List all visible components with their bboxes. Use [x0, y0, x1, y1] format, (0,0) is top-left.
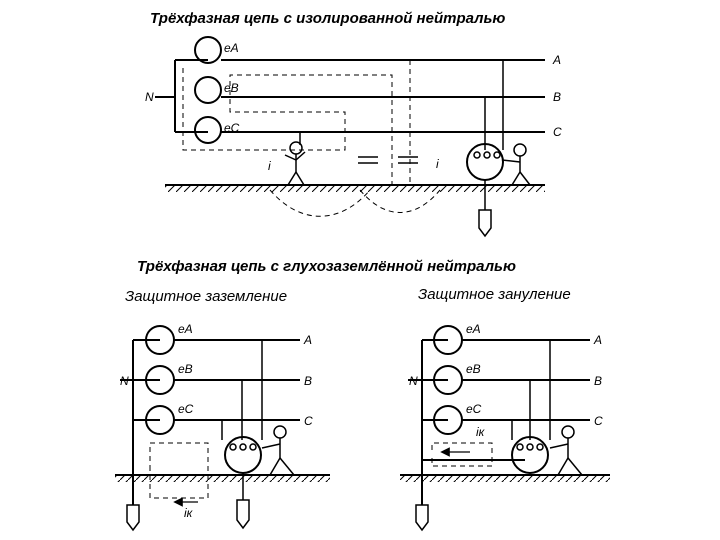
label-i-right-top: i — [436, 157, 439, 171]
source-eC-top — [194, 116, 222, 144]
label-eB-left: eB — [178, 362, 193, 376]
short-circuit-path-right — [431, 442, 493, 467]
neutral-frame-top — [155, 59, 208, 133]
connections-left — [221, 340, 263, 440]
person-touching-line-top — [284, 141, 306, 186]
fault-current-path-left — [149, 442, 209, 499]
label-C-top: C — [553, 125, 562, 139]
label-eA-top: eA — [224, 41, 239, 55]
motor-right — [511, 436, 549, 474]
subtitle-protective-nulling: Защитное зануление — [418, 286, 571, 303]
ground-surface-top — [165, 184, 545, 192]
label-i-left-top: i — [268, 159, 271, 173]
label-A-left: A — [303, 333, 312, 347]
label-eA-left: eA — [178, 322, 193, 336]
motor-top — [466, 143, 504, 238]
label-A-top: A — [552, 53, 561, 67]
label-C-left: C — [304, 414, 313, 428]
diagram-protective-grounding: eA eB eC A B C N iк — [115, 322, 330, 532]
label-N-top: N — [145, 90, 154, 104]
label-B-left: B — [304, 374, 312, 388]
connections-top — [299, 60, 504, 150]
person-touching-motor-left — [261, 425, 295, 476]
ground-surface-right — [400, 474, 610, 482]
label-ik-right: iк — [476, 425, 486, 439]
title-grounded-neutral: Трёхфазная цепь с глухозаземлённой нейтр… — [137, 258, 516, 275]
ground-electrode-neutral-right — [415, 504, 429, 532]
person-touching-motor-top — [501, 143, 531, 186]
phase-lines-right — [462, 339, 590, 421]
ground-electrode-neutral-left — [126, 504, 140, 532]
label-eA-right: eA — [466, 322, 481, 336]
motor-left — [224, 436, 262, 530]
label-B-top: B — [553, 90, 561, 104]
label-eB-top: eB — [224, 81, 239, 95]
diagram-isolated-neutral: eA eB eC A B C N i i — [145, 36, 562, 238]
source-eB-top — [194, 76, 222, 104]
label-eB-right: eB — [466, 362, 481, 376]
neutral-bus-right — [408, 339, 525, 505]
diagram-protective-nulling: eA eB eC A B C N iк — [400, 322, 610, 532]
person-touching-motor-right — [549, 425, 583, 476]
line-capacitance-top — [358, 156, 418, 164]
phase-lines-top — [221, 59, 545, 133]
ground-surface-left — [115, 474, 330, 482]
subtitle-protective-grounding: Защитное заземление — [125, 288, 288, 305]
label-C-right: C — [594, 414, 603, 428]
source-eA-top — [194, 36, 222, 64]
label-ik-left: iк — [184, 506, 194, 520]
label-N-right: N — [409, 374, 418, 388]
label-N-left: N — [120, 374, 129, 388]
label-B-right: B — [594, 374, 602, 388]
label-eC-left: eC — [178, 402, 194, 416]
title-isolated-neutral: Трёхфазная цепь с изолированной нейтраль… — [150, 10, 506, 27]
label-eC-right: eC — [466, 402, 482, 416]
connections-right — [511, 340, 551, 440]
phase-lines-left — [174, 339, 300, 421]
current-path-dashed-top — [182, 60, 441, 217]
label-A-right: A — [593, 333, 602, 347]
label-eC-top: eC — [224, 121, 240, 135]
